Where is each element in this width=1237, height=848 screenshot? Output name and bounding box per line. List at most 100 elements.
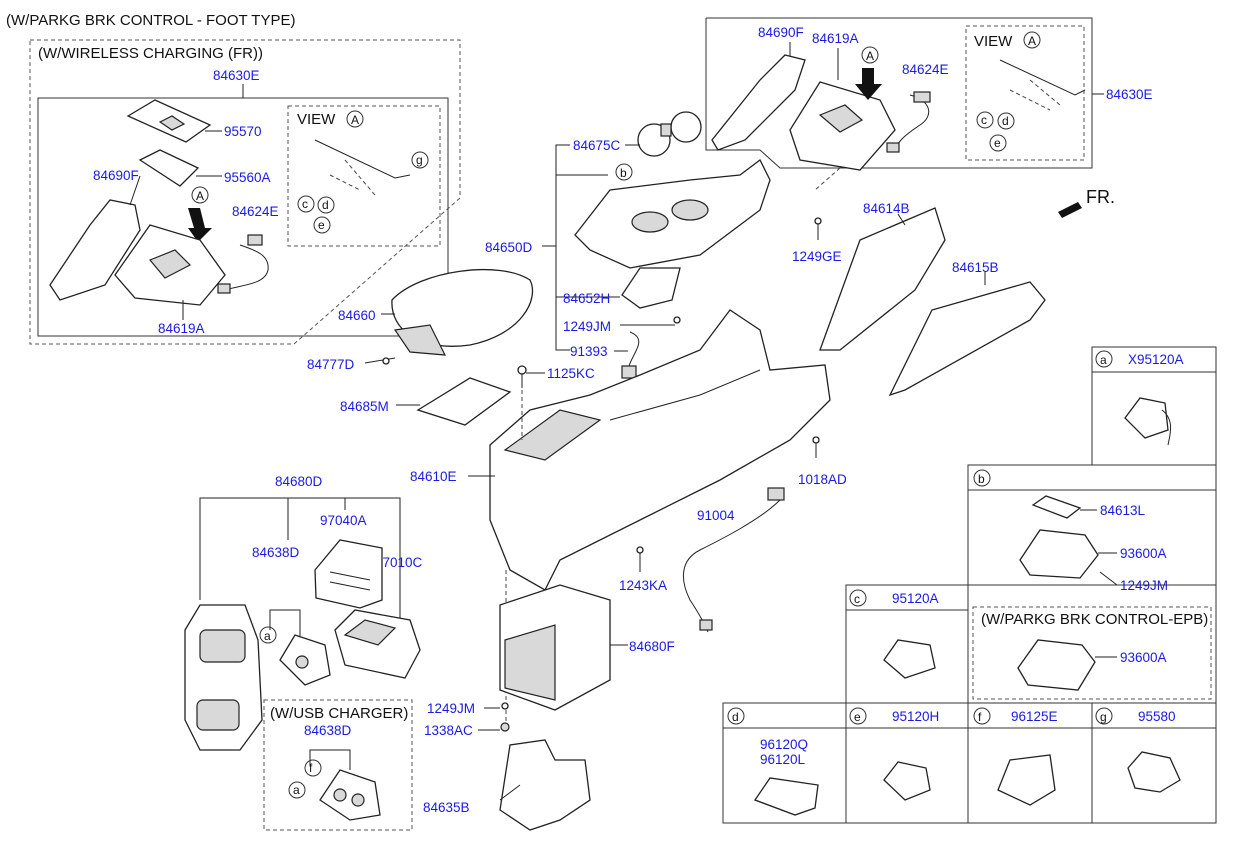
wireless-group-label: (W/WIRELESS CHARGING (FR))	[38, 45, 263, 62]
part-1018AD[interactable]: 1018AD	[798, 472, 847, 487]
part-95120A[interactable]: 95120A	[892, 591, 939, 606]
view-a-label-right: VIEW	[974, 33, 1013, 50]
svg-text:e: e	[994, 136, 1001, 150]
charger-g-part	[1127, 751, 1181, 793]
svg-text:a: a	[264, 629, 271, 643]
svg-text:b: b	[978, 472, 985, 486]
part-84635B[interactable]: 84635B	[423, 800, 470, 815]
part-91004[interactable]: 91004	[697, 508, 735, 523]
view-a-box-right	[965, 25, 1085, 161]
svg-text:c: c	[854, 592, 860, 606]
svg-text:A: A	[866, 49, 874, 63]
side-panel-part-left	[49, 199, 141, 301]
part-84680D[interactable]: 84680D	[275, 474, 323, 489]
usb-jack-part	[753, 777, 819, 816]
outlet-e-part	[883, 761, 931, 801]
top-right-group-box	[705, 17, 1093, 169]
table-cell-g	[1091, 702, 1217, 824]
callout-g	[411, 151, 429, 169]
part-84652H[interactable]: 84652H	[563, 291, 610, 306]
front-label: FR.	[1086, 187, 1115, 207]
part-96125E[interactable]: 96125E	[1011, 709, 1058, 724]
part-97010C[interactable]: 97010C	[375, 555, 423, 570]
usb-charger-label: (W/USB CHARGER)	[270, 705, 408, 722]
part-84638D-usb[interactable]: 84638D	[304, 723, 352, 738]
part-X95120A[interactable]: X95120A	[1128, 352, 1184, 367]
outlet-c-part	[883, 639, 936, 679]
svg-text:d: d	[1002, 114, 1009, 128]
part-91393[interactable]: 91393	[570, 344, 608, 359]
part-1249JM-lower[interactable]: 1249JM	[427, 701, 475, 716]
svg-text:f: f	[978, 710, 982, 724]
charger-module-part	[138, 149, 200, 187]
part-84624E-main[interactable]: 84624E	[902, 62, 949, 77]
armrest-pad-part	[416, 377, 512, 426]
outlet-a-part	[1124, 397, 1169, 439]
part-95580[interactable]: 95580	[1138, 709, 1176, 724]
part-1338AC[interactable]: 1338AC	[424, 723, 473, 738]
part-84777D[interactable]: 84777D	[307, 357, 355, 372]
side-cover-84614B	[819, 207, 946, 351]
svg-text:c: c	[302, 197, 308, 211]
harness-84624E-right	[894, 94, 930, 149]
part-84630E-wireless[interactable]: 84630E	[213, 68, 260, 83]
callout-c-left	[297, 195, 315, 213]
switch-93600A-a	[1019, 529, 1099, 579]
view-a-box-left	[287, 105, 441, 247]
part-1249JM-upper[interactable]: 1249JM	[563, 319, 611, 334]
diagram-title: (W/PARKG BRK CONTROL - FOOT TYPE)	[6, 12, 295, 29]
harness-91004	[682, 499, 781, 633]
part-93600A-foot[interactable]: 93600A	[1120, 546, 1167, 561]
part-84615B[interactable]: 84615B	[952, 260, 999, 275]
shifter-bezel-part	[621, 267, 681, 309]
part-84650D[interactable]: 84650D	[485, 240, 533, 255]
part-93600A-epb[interactable]: 93600A	[1120, 650, 1167, 665]
svg-text:g: g	[1100, 710, 1107, 724]
svg-text:b: b	[620, 166, 627, 180]
svg-text:a: a	[1100, 353, 1107, 367]
epb-group-label: (W/PARKG BRK CONTROL-EPB)	[981, 611, 1208, 628]
part-84614B[interactable]: 84614B	[863, 201, 910, 216]
part-84638D-rear[interactable]: 84638D	[252, 545, 300, 560]
part-84690F-wireless[interactable]: 84690F	[93, 168, 139, 183]
bracket-84635B	[499, 739, 591, 831]
part-84685M[interactable]: 84685M	[340, 399, 389, 414]
front-arrow	[1058, 202, 1082, 218]
part-84680F[interactable]: 84680F	[629, 639, 675, 654]
part-84613L[interactable]: 84613L	[1100, 503, 1146, 518]
svg-text:A: A	[196, 189, 204, 203]
part-95560A[interactable]: 95560A	[224, 170, 271, 185]
view-a-label-left: VIEW	[297, 111, 336, 128]
part-84675C[interactable]: 84675C	[573, 138, 621, 153]
part-84690F-main[interactable]: 84690F	[758, 25, 804, 40]
part-84660[interactable]: 84660	[338, 308, 376, 323]
view-arrow-right	[855, 68, 882, 100]
svg-text:c: c	[981, 113, 987, 127]
part-95570[interactable]: 95570	[224, 124, 262, 139]
svg-text:e: e	[854, 710, 861, 724]
part-84619A-wireless[interactable]: 84619A	[158, 321, 205, 336]
usb-charger-f-part	[997, 754, 1056, 806]
console-body-part	[489, 309, 831, 591]
part-1249GE[interactable]: 1249GE	[792, 249, 842, 264]
switch-93600A-b	[1017, 639, 1096, 691]
part-95120H[interactable]: 95120H	[892, 709, 939, 724]
part-84630E-main[interactable]: 84630E	[1106, 87, 1153, 102]
view-arrow-left	[188, 208, 212, 242]
svg-text:d: d	[322, 198, 329, 212]
part-97040A[interactable]: 97040A	[320, 513, 367, 528]
part-96120L[interactable]: 96120L	[760, 752, 806, 767]
part-84619A-main[interactable]: 84619A	[812, 31, 859, 46]
usb-charger-group	[263, 699, 413, 831]
callout-b-cover	[615, 163, 633, 181]
svg-text:A: A	[351, 113, 359, 127]
rear-vent-part	[314, 539, 383, 609]
part-84624E-wireless[interactable]: 84624E	[232, 204, 279, 219]
part-1243KA[interactable]: 1243KA	[619, 578, 667, 593]
usb-charger-part	[319, 769, 381, 821]
part-96120Q[interactable]: 96120Q	[760, 737, 808, 752]
part-1125KC[interactable]: 1125KC	[547, 366, 595, 381]
svg-text:g: g	[416, 153, 423, 167]
part-84610E[interactable]: 84610E	[410, 469, 457, 484]
